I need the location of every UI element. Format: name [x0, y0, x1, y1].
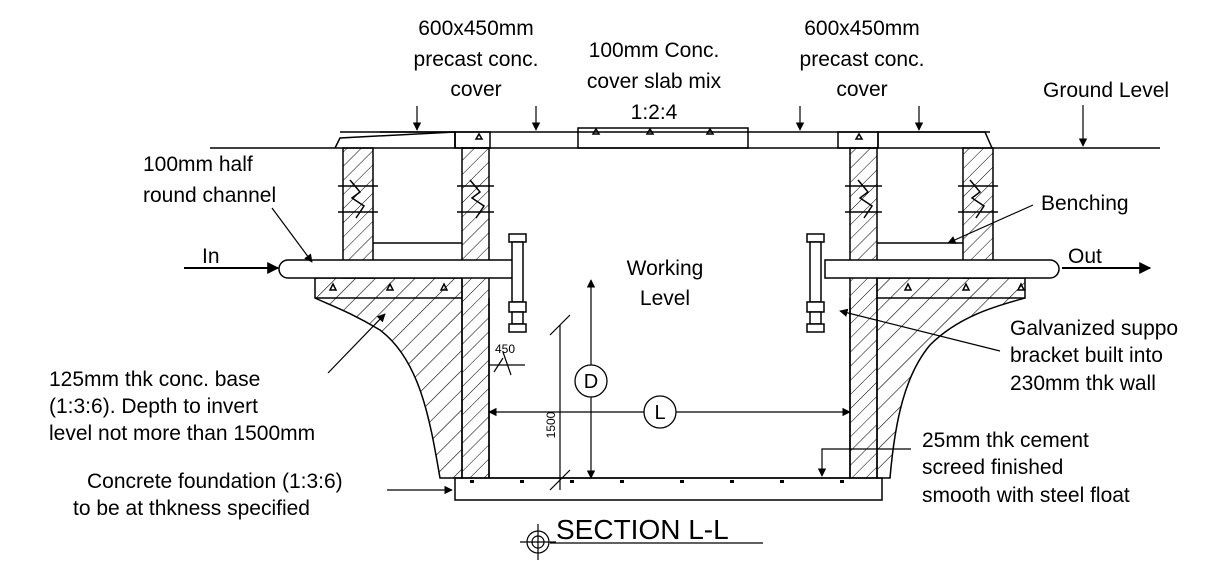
annotation-labels: 600x450mm precast conc. cover 100mm Conc… [49, 17, 1178, 545]
base-line2: (1:3:6). Depth to invert [49, 395, 258, 418]
ground-level-label: Ground Level [1043, 79, 1169, 102]
foundation-slab [454, 477, 883, 501]
slab-line3: 1:2:4 [631, 101, 678, 124]
cover-left-line2: precast conc. [414, 48, 539, 71]
outlet-label: Out [1068, 245, 1102, 268]
inlet-pipe [278, 259, 516, 279]
dimension-1500 [549, 314, 571, 491]
screed-line1: 25mm thk cement [922, 429, 1089, 452]
working-level-line2: Level [640, 287, 690, 310]
svg-text:D: D [584, 371, 598, 393]
slab-line1: 100mm Conc. [589, 39, 720, 62]
support-line1: Galvanized suppo [1010, 317, 1178, 340]
dim-450-label: 450 [495, 342, 515, 356]
benching-label: Benching [1041, 192, 1129, 215]
foundation-line2: to be at thkness specified [73, 497, 310, 520]
support-bracket-right [806, 233, 825, 333]
section-title: SECTION L-L [556, 514, 729, 545]
support-line2: bracket built into [1010, 344, 1163, 367]
channel-line2: round channel [143, 184, 276, 207]
base-line3: level not more than 1500mm [49, 422, 315, 445]
screed-line3: smooth with steel float [922, 484, 1130, 507]
inlet-label: In [202, 245, 220, 268]
cover-slab [334, 127, 993, 149]
svg-text:L: L [654, 402, 665, 424]
leaders [184, 105, 1152, 495]
cover-right-line3: cover [836, 78, 887, 101]
marker-d: D [574, 364, 608, 398]
base-line1: 125mm thk conc. base [49, 368, 260, 391]
foundation-line1: Concrete foundation (1:3:6) [87, 470, 343, 493]
support-bracket-left [508, 233, 527, 333]
outlet-pipe [824, 259, 1060, 279]
cover-left-line3: cover [450, 78, 501, 101]
slab-line2: cover slab mix [587, 70, 722, 93]
dim-1500-label: 1500 [544, 411, 558, 438]
section-symbol [520, 524, 763, 560]
screed-line2: screed finished [922, 456, 1063, 479]
cover-right-line1: 600x450mm [804, 17, 920, 40]
dimension-450 [489, 351, 525, 376]
cover-left-line1: 600x450mm [418, 17, 534, 40]
support-line3: 230mm thk wall [1010, 372, 1156, 395]
marker-l: L [643, 395, 677, 429]
channel-line1: 100mm half [143, 153, 253, 176]
concrete-base [314, 277, 1026, 479]
chamber [488, 298, 851, 479]
cover-right-line2: precast conc. [800, 48, 925, 71]
working-level-line1: Working [627, 257, 704, 280]
